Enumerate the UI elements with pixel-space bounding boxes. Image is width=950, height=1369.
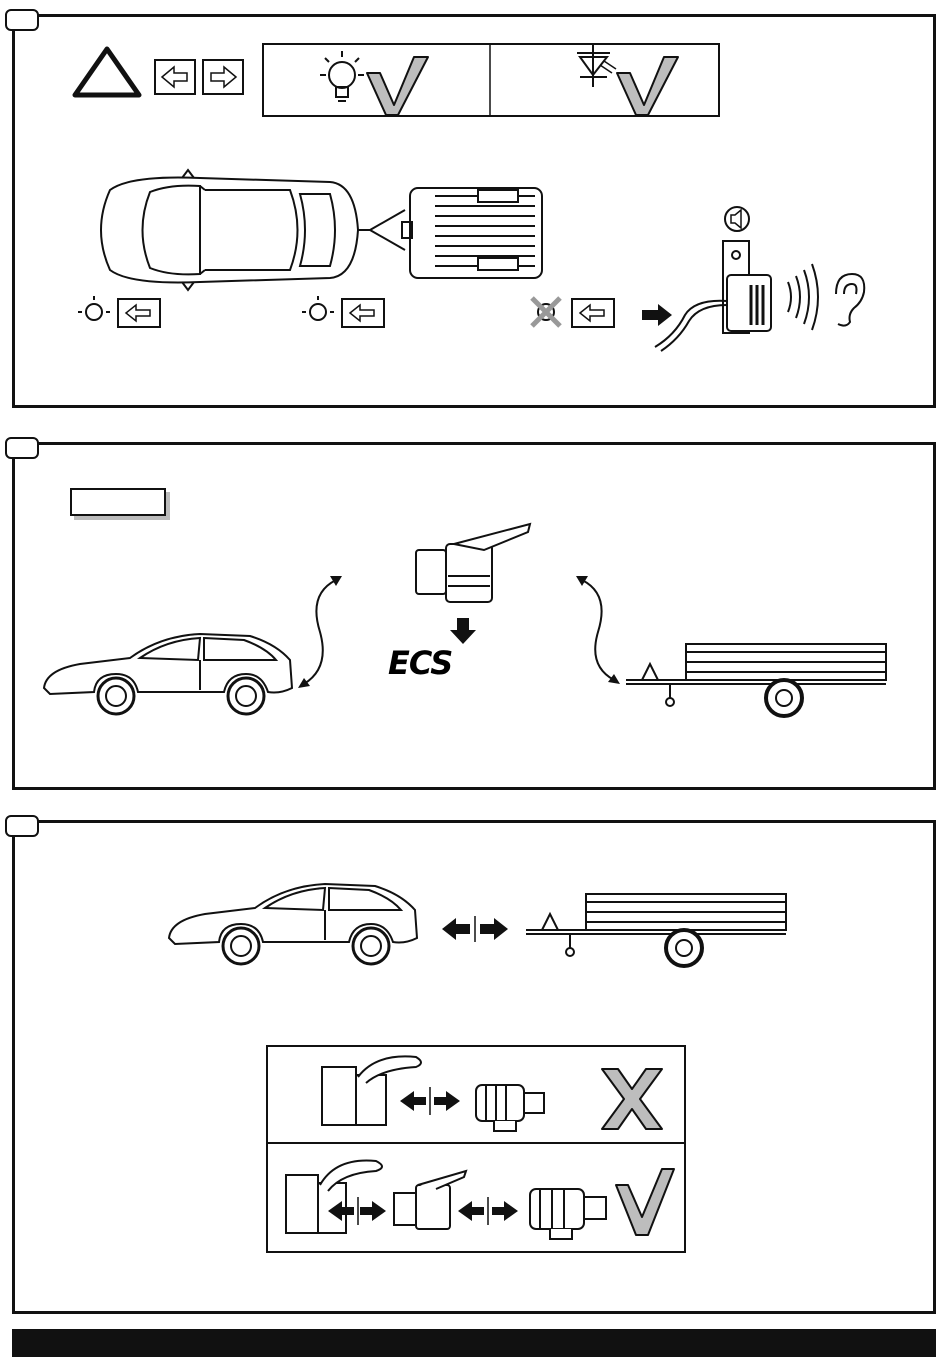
car-side-icon xyxy=(165,880,421,970)
turn-signal-trailer-failed xyxy=(526,294,618,330)
ear-icon xyxy=(828,272,868,328)
connector-table xyxy=(266,1045,686,1255)
speaker-icon xyxy=(780,262,830,332)
car-trailer-top-view xyxy=(90,170,550,295)
buzzer-icon xyxy=(655,205,775,355)
warning-triangle-icon xyxy=(72,46,142,98)
turn-signal-rear-left xyxy=(300,294,390,330)
arrow-left-icon xyxy=(154,59,196,95)
arrow-down-solid-icon xyxy=(450,618,476,644)
ecs-logo: ECS xyxy=(388,644,452,682)
adapter-icon xyxy=(414,520,534,610)
connect-arrow-left xyxy=(298,574,344,690)
turn-signal-front-left xyxy=(76,294,166,330)
part-label-box xyxy=(70,488,166,516)
step-tab-1 xyxy=(5,9,39,31)
step-tab-2 xyxy=(5,437,39,459)
arrow-right-icon xyxy=(202,59,244,95)
car-side-icon xyxy=(40,630,296,720)
step-tab-3 xyxy=(5,815,39,837)
lamp-check-table xyxy=(262,43,720,117)
footer-bar xyxy=(12,1329,936,1357)
connect-arrow-right xyxy=(574,574,620,686)
trailer-side-icon xyxy=(624,640,894,722)
trailer-side-icon xyxy=(524,890,794,972)
double-arrow-icon xyxy=(442,916,508,942)
